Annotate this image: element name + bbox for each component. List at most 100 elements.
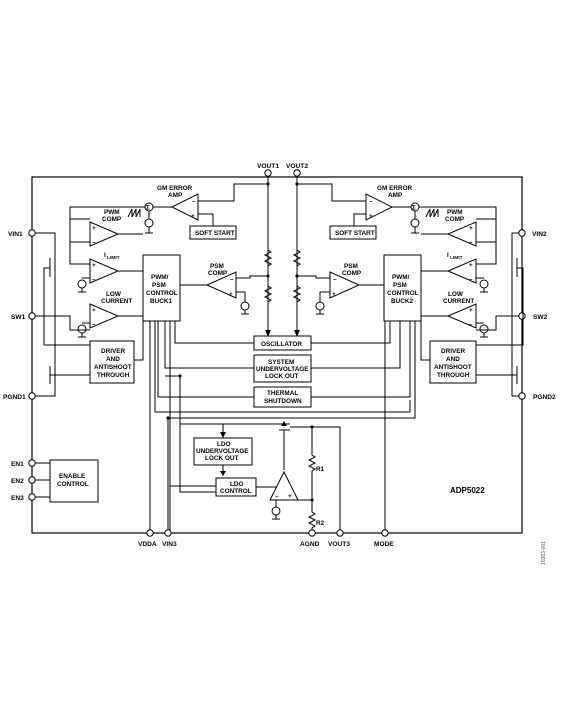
gm-error-amp-2 [365,193,394,221]
psm-ref-source-2 [315,301,325,311]
svg-text:–: – [469,239,473,246]
driver-2-label-d: THROUGH [437,372,470,379]
system-uvlo-label-b: UNDERVOLTAGE [256,366,309,373]
system-uvlo-label-c: LOCK OUT [265,373,298,380]
vout1-pin[interactable] [264,169,272,177]
control-buck2-label-c: CONTROL [387,290,419,297]
ldo-error-amp [269,470,299,501]
svg-text:+: + [92,262,96,269]
driver-1-label-b: AND [106,356,120,363]
control-buck2-label-a: PWM/ [392,274,410,281]
pwm-comp-1-label-b: COMP [102,216,122,223]
svg-text:+: + [288,493,292,500]
chip-outline [31,176,523,534]
psm-comp-1 [205,271,237,299]
low-current-ref-source-1 [77,324,87,334]
gm-error-amp-1-label-b: AMP [168,192,183,199]
driver-1-label-a: DRIVER [101,348,126,355]
svg-text:+: + [469,225,473,232]
gm-error-amp-1-label-a: GM ERROR [157,185,193,192]
vout1-pin-group: VOUT1 [257,163,279,337]
en1-pin[interactable] [28,459,36,467]
psm-comp-1-label-b: COMP [208,270,228,277]
driver-1-label-d: THROUGH [97,372,130,379]
sw2-pin[interactable] [518,312,526,320]
oscillator-label: OSCILLATOR [261,341,302,348]
agnd-pin[interactable] [308,529,316,537]
gm-error-amp-2-label-b: AMP [388,192,403,199]
thermal-shutdown-label-a: THERMAL [267,390,298,397]
enable-control-label-a: ENABLE [59,473,86,480]
ilimit-comp-1 [89,258,120,284]
driver-2-label-c: ANTISHOOT [434,364,472,371]
ilimit-ref-source-2 [479,279,489,289]
ldo-control-label-a: LDO [230,481,244,488]
sw1-label: SW1 [11,314,26,321]
pgnd2-label: PGND2 [533,394,556,401]
svg-text:–: – [369,198,373,205]
gm-error-amp-2-label-a: GM ERROR [377,185,413,192]
en3-pin[interactable] [28,493,36,501]
vin3-pin[interactable] [164,529,172,537]
svg-text:+: + [92,307,96,314]
thermal-shutdown-label-b: SHUTDOWN [264,398,302,405]
pgnd1-label: PGND1 [3,394,26,401]
sw1-pin[interactable] [28,312,36,320]
ilimit-2-subscript: LIMIT [450,255,463,261]
svg-text:–: – [92,321,96,328]
svg-text:Σ: Σ [412,205,416,212]
ldo-ref-source [271,506,281,516]
vdda-label: VDDA [138,541,157,548]
soft-start-1-label: SOFT START [195,230,235,237]
svg-text:+: + [332,291,336,298]
soft-start-1-block [189,225,237,240]
svg-text:–: – [92,276,96,283]
low-current-ref-source-2 [479,324,489,334]
system-uvlo-label-a: SYSTEM [268,359,294,366]
driver-1-block [89,340,135,384]
vout3-pin[interactable] [336,529,344,537]
control-buck1-label-b: PSM [152,282,166,289]
low-current-1-label-b: CURRENT [101,298,132,305]
pgnd1-pin[interactable] [28,392,36,400]
svg-text:+: + [229,291,233,298]
vin1-label: VIN1 [8,231,23,238]
vout2-divider-resistor-b [292,285,302,303]
sw2-label: SW2 [533,314,548,321]
svg-text:–: – [192,198,196,205]
en2-pin[interactable] [28,476,36,484]
ramp-waveform-2-icon [425,208,439,218]
enable-control-label-b: CONTROL [57,481,89,488]
driver-2-label-b: AND [446,356,460,363]
svg-text:+: + [191,213,195,220]
driver-2-block [429,340,477,384]
vout1-label: VOUT1 [257,163,279,170]
r1-label: R1 [316,466,325,473]
svg-text:–: – [92,239,96,246]
r1-resistor [307,427,317,500]
control-buck1-block [142,254,181,322]
svg-text:Σ: Σ [146,205,150,212]
vin1-pin[interactable] [28,229,36,237]
vdda-pin[interactable] [146,529,154,537]
driver-1-label-c: ANTISHOOT [94,364,132,371]
low-current-comp-1 [89,303,120,329]
ilimit-2-label: I [447,252,449,259]
pwm-comp-2-label-a: PWM [447,209,463,216]
vin2-pin[interactable] [518,229,526,237]
control-buck2-block [383,254,422,322]
low-current-2-label-b: CURRENT [443,298,474,305]
en3-label: EN3 [11,495,24,502]
pwm-comp-1 [89,221,120,247]
mode-pin[interactable] [381,529,389,537]
enable-control-block [49,459,99,503]
control-buck2-label-d: BUCK2 [391,298,413,305]
pgnd2-pin[interactable] [518,392,526,400]
vout1-divider-resistor-b [263,285,273,303]
ldo-uvlo-label-b: UNDERVOLTAGE [196,448,249,455]
pwm-comp-2 [446,221,477,247]
vout2-pin[interactable] [293,169,301,177]
figure-id: 10363-001 [541,541,547,565]
ilimit-comp-2 [446,258,477,284]
